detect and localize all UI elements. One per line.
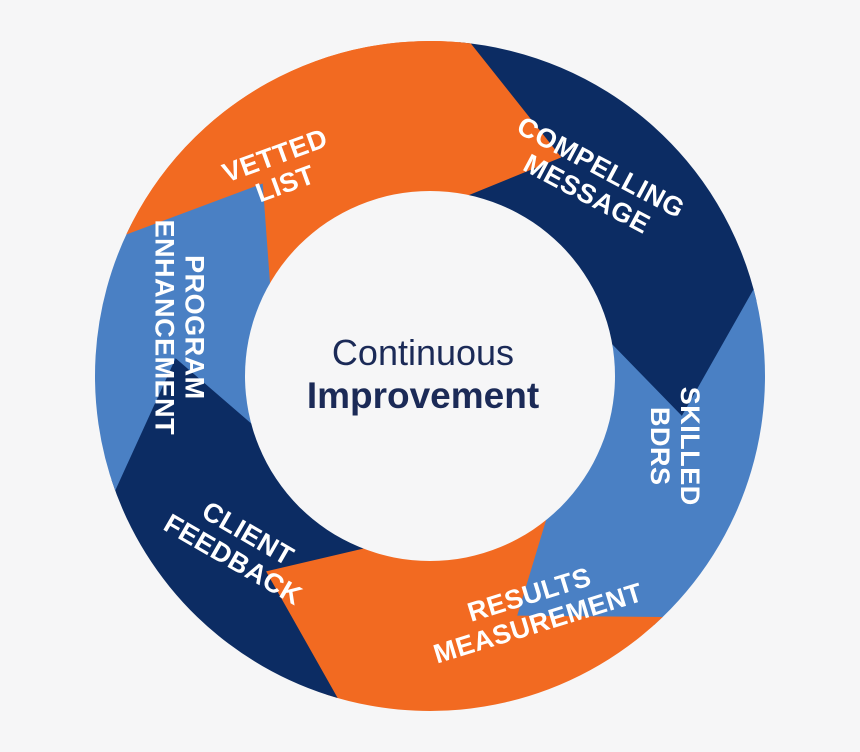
- segment-label-line: BDRS: [645, 407, 675, 486]
- segment-vetted-list-overlay: [126, 41, 562, 303]
- segment-label-line: SKILLED: [675, 387, 705, 506]
- segment-skilled-bdrs: [508, 289, 765, 625]
- segment-program-enhancement: [94, 177, 275, 491]
- segment-label-line: PROGRAM: [180, 255, 210, 400]
- center-circle: [245, 191, 615, 561]
- segment-label-line: ENHANCEMENT: [150, 220, 180, 436]
- segment-client-feedback: [111, 349, 382, 699]
- segment-compelling-message: [445, 42, 757, 425]
- center-title-line2: Improvement: [307, 375, 539, 416]
- center-title-line1: Continuous: [332, 332, 514, 373]
- segment-results-measurement: [259, 501, 663, 711]
